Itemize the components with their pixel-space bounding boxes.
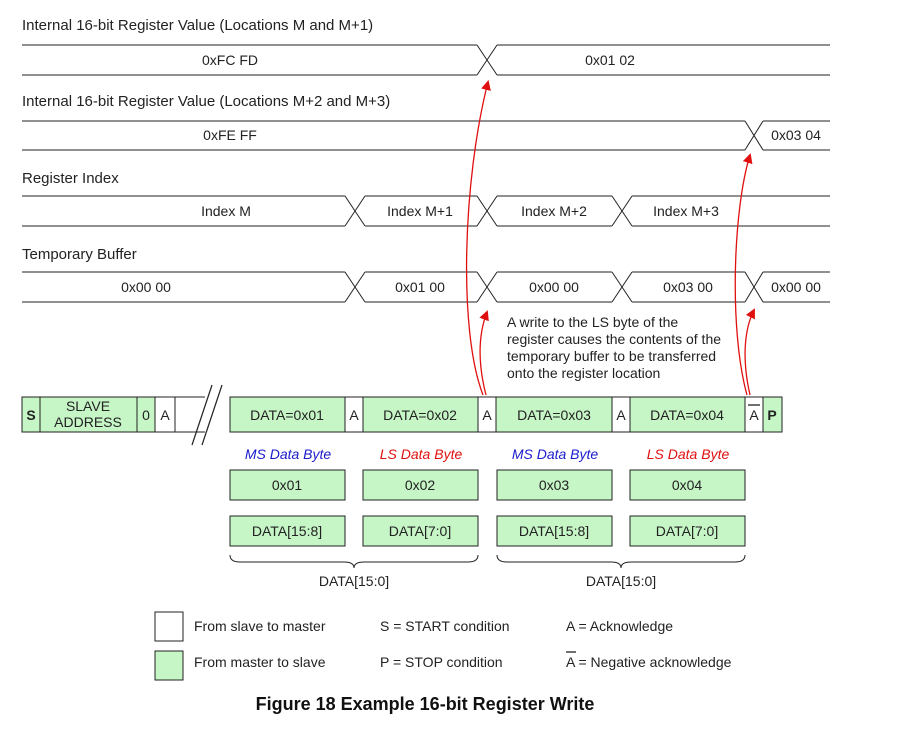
bus-ack-cell xyxy=(154,396,176,433)
bus-break-marks xyxy=(191,384,223,446)
bus-start-label: S xyxy=(26,407,35,423)
arrow-to-register-m xyxy=(465,80,491,396)
bus-ack-label-2: A xyxy=(349,407,359,423)
arrow-to-buffer-b xyxy=(744,308,755,396)
bus-data-cell-2 xyxy=(362,396,479,433)
word-label-2: DATA[15:0] xyxy=(586,573,656,589)
byte-value-2: 0x02 xyxy=(405,477,436,493)
bus-stop-label: P xyxy=(767,407,776,423)
bus-data-label-1: DATA=0x01 xyxy=(250,407,324,423)
legend-stop: P = STOP condition xyxy=(380,654,503,670)
bit-range-box-2 xyxy=(362,515,479,547)
timing-waveform-2 xyxy=(22,120,830,151)
legend-slave-to-master: From slave to master xyxy=(194,618,326,634)
timing-2-value-2: 0x03 04 xyxy=(771,127,821,143)
timing-1-value-1: 0xFC FD xyxy=(202,52,258,68)
legend-nack: A = Negative acknowledge xyxy=(566,654,732,670)
byte-value-box-2 xyxy=(362,469,479,501)
bit-range-box-3 xyxy=(496,515,613,547)
timing-4-value-4: 0x03 00 xyxy=(663,279,713,295)
bit-range-boxes xyxy=(229,515,746,547)
bus-data-cell-3 xyxy=(495,396,613,433)
bus-row xyxy=(21,396,783,433)
timing-title-2: Internal 16-bit Register Value (Location… xyxy=(22,93,390,110)
bus-ack-label-3: A xyxy=(482,407,492,423)
word-brace-2 xyxy=(496,554,746,569)
bus-data-cell-4 xyxy=(629,396,746,433)
bus-slave-address-cell xyxy=(39,396,138,433)
timing-title-1: Internal 16-bit Register Value (Location… xyxy=(22,17,373,34)
legend-swatch-master xyxy=(154,650,184,681)
timing-4-value-1: 0x00 00 xyxy=(121,279,171,295)
bus-data-label-2: DATA=0x02 xyxy=(383,407,457,423)
legend-start: S = START condition xyxy=(380,618,510,634)
bus-rw-label: 0 xyxy=(142,407,150,423)
legend-ack: A = Acknowledge xyxy=(566,618,673,634)
timing-waveform-3 xyxy=(22,195,830,227)
byte-label-2: LS Data Byte xyxy=(380,446,463,462)
byte-label-4: LS Data Byte xyxy=(647,446,730,462)
annotation-line-3: temporary buffer to be transferred xyxy=(507,348,716,364)
word-brace-1 xyxy=(229,554,479,569)
bus-data-label-4: DATA=0x04 xyxy=(650,407,724,423)
timing-waveform-4 xyxy=(22,271,830,303)
bit-range-1: DATA[15:8] xyxy=(252,523,322,539)
timing-3-value-4: Index M+3 xyxy=(653,203,719,219)
timing-title-4: Temporary Buffer xyxy=(22,246,137,263)
bus-stop-cell xyxy=(762,396,783,433)
timing-title-3: Register Index xyxy=(22,170,119,187)
byte-label-1: MS Data Byte xyxy=(245,446,332,462)
byte-value-3: 0x03 xyxy=(539,477,570,493)
byte-value-box-4 xyxy=(629,469,746,501)
byte-value-boxes xyxy=(229,469,746,501)
word-braces xyxy=(229,554,746,569)
annotation-line-4: onto the register location xyxy=(507,365,660,381)
byte-value-box-3 xyxy=(496,469,613,501)
legend-master-to-slave: From master to slave xyxy=(194,654,326,670)
bus-ack-label: A xyxy=(160,407,170,423)
bus-data-label-3: DATA=0x03 xyxy=(517,407,591,423)
arrow-to-buffer-a xyxy=(479,310,489,396)
bit-range-2: DATA[7:0] xyxy=(389,523,452,539)
byte-label-3: MS Data Byte xyxy=(512,446,599,462)
byte-value-box-1 xyxy=(229,469,346,501)
bus-slave-address-line-1: SLAVE xyxy=(66,398,110,414)
byte-value-1: 0x01 xyxy=(272,477,303,493)
timing-waveform-1 xyxy=(22,44,830,76)
bus-ack-label-4: A xyxy=(616,407,626,423)
timing-3-value-3: Index M+2 xyxy=(521,203,587,219)
bus-nack-label: A xyxy=(749,407,759,423)
timing-4-value-5: 0x00 00 xyxy=(771,279,821,295)
arrow-to-register-m2 xyxy=(734,153,753,396)
bit-range-3: DATA[15:8] xyxy=(519,523,589,539)
byte-value-4: 0x04 xyxy=(672,477,703,493)
bit-range-box-4 xyxy=(629,515,746,547)
bit-range-4: DATA[7:0] xyxy=(656,523,719,539)
bus-slave-address-line-2: ADDRESS xyxy=(54,414,122,430)
timing-3-value-1: Index M xyxy=(201,203,251,219)
timing-4-value-2: 0x01 00 xyxy=(395,279,445,295)
annotation-line-1: A write to the LS byte of the xyxy=(507,314,678,330)
bit-range-box-1 xyxy=(229,515,346,547)
transfer-arrows xyxy=(465,80,755,396)
timing-2-value-1: 0xFE FF xyxy=(203,127,257,143)
legend-swatch-slave xyxy=(154,611,184,642)
timing-4-value-3: 0x00 00 xyxy=(529,279,579,295)
word-label-1: DATA[15:0] xyxy=(319,573,389,589)
timing-3-value-2: Index M+1 xyxy=(387,203,453,219)
bus-data-cell-1 xyxy=(229,396,346,433)
timing-1-value-2: 0x01 02 xyxy=(585,52,635,68)
annotation-line-2: register causes the contents of the xyxy=(507,331,721,347)
figure-caption: Figure 18 Example 16-bit Register Write xyxy=(256,694,595,714)
